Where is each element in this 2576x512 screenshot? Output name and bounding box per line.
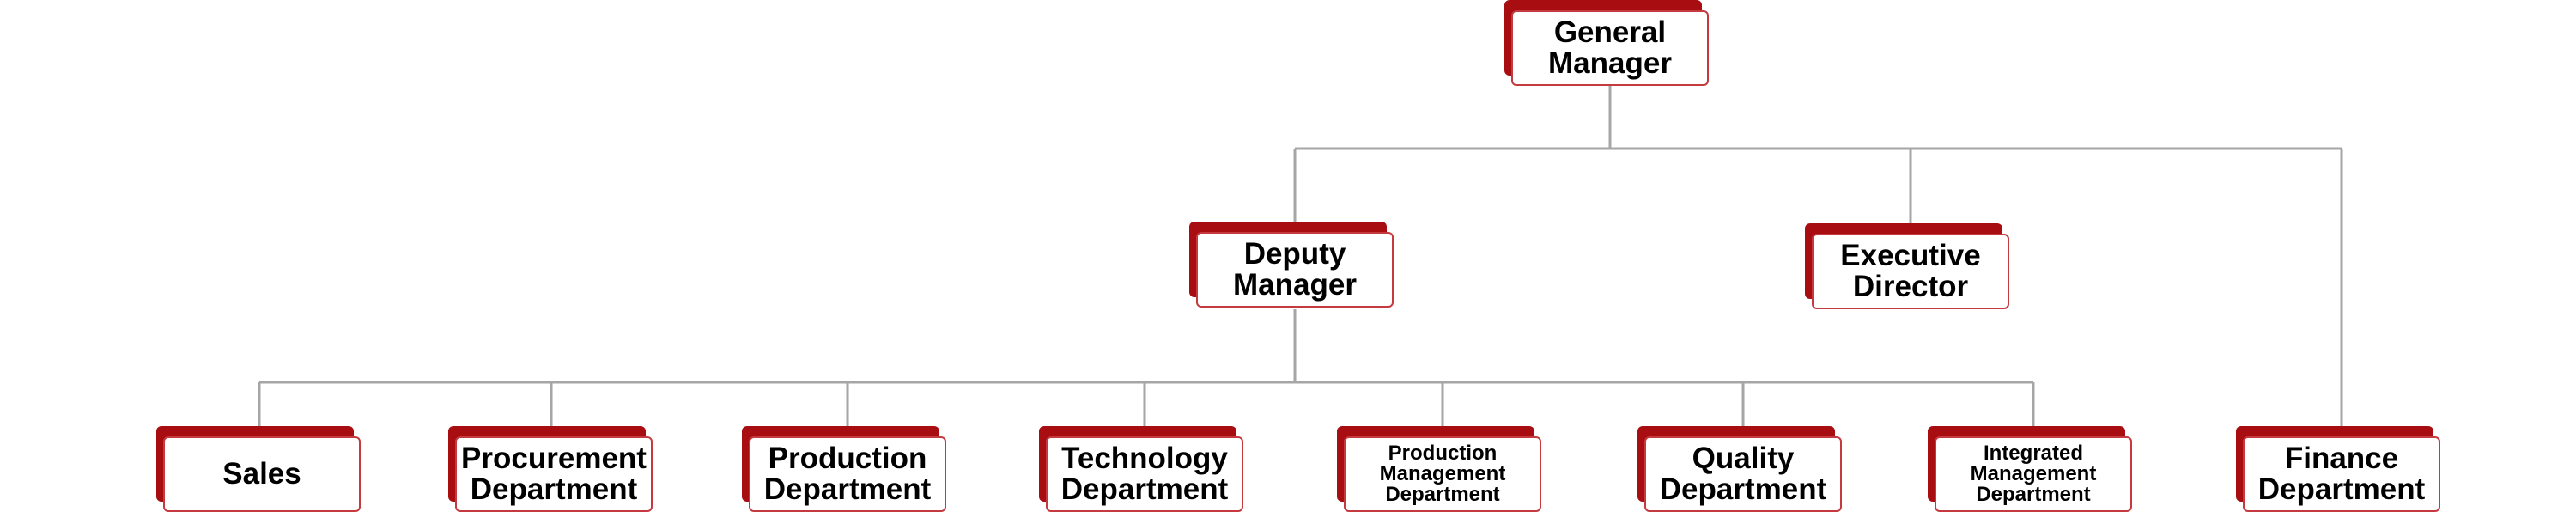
- node-label: Integrated Management Department: [1970, 442, 2097, 506]
- node-label: Procurement Department: [461, 442, 647, 506]
- card-body: Sales: [163, 436, 361, 512]
- card-body: General Manager: [1511, 10, 1709, 86]
- card-body: Production Department: [749, 436, 946, 512]
- card-body: Production Management Department: [1344, 436, 1541, 512]
- node-sales[interactable]: Sales: [156, 426, 361, 512]
- node-label: General Manager: [1548, 15, 1672, 80]
- node-label: Technology Department: [1060, 442, 1229, 506]
- card-body: Executive Director: [1812, 234, 2009, 309]
- card-body: Finance Department: [2243, 436, 2440, 512]
- node-production-department[interactable]: Production Department: [742, 426, 946, 512]
- node-quality-department[interactable]: Quality Department: [1637, 426, 1842, 512]
- node-executive-director[interactable]: Executive Director: [1805, 223, 2009, 309]
- node-label: Deputy Manager: [1233, 237, 1357, 302]
- card-body: Procurement Department: [455, 436, 653, 512]
- card-body: Integrated Management Department: [1935, 436, 2132, 512]
- node-label: Production Department: [763, 442, 932, 506]
- node-procurement-department[interactable]: Procurement Department: [448, 426, 653, 512]
- node-technology-department[interactable]: Technology Department: [1039, 426, 1243, 512]
- node-label: Executive Director: [1840, 239, 1981, 303]
- card-body: Technology Department: [1046, 436, 1243, 512]
- card-body: Quality Department: [1644, 436, 1842, 512]
- node-integrated-management-department[interactable]: Integrated Management Department: [1928, 426, 2132, 512]
- node-general-manager[interactable]: General Manager: [1504, 0, 1709, 86]
- node-label: Sales: [222, 457, 301, 491]
- node-label: Production Management Department: [1379, 442, 1506, 506]
- node-production-management-department[interactable]: Production Management Department: [1337, 426, 1541, 512]
- node-finance-department[interactable]: Finance Department: [2236, 426, 2440, 512]
- node-label: Quality Department: [1659, 442, 1827, 506]
- card-body: Deputy Manager: [1196, 232, 1394, 308]
- node-label: Finance Department: [2257, 442, 2426, 506]
- node-deputy-manager[interactable]: Deputy Manager: [1189, 222, 1394, 308]
